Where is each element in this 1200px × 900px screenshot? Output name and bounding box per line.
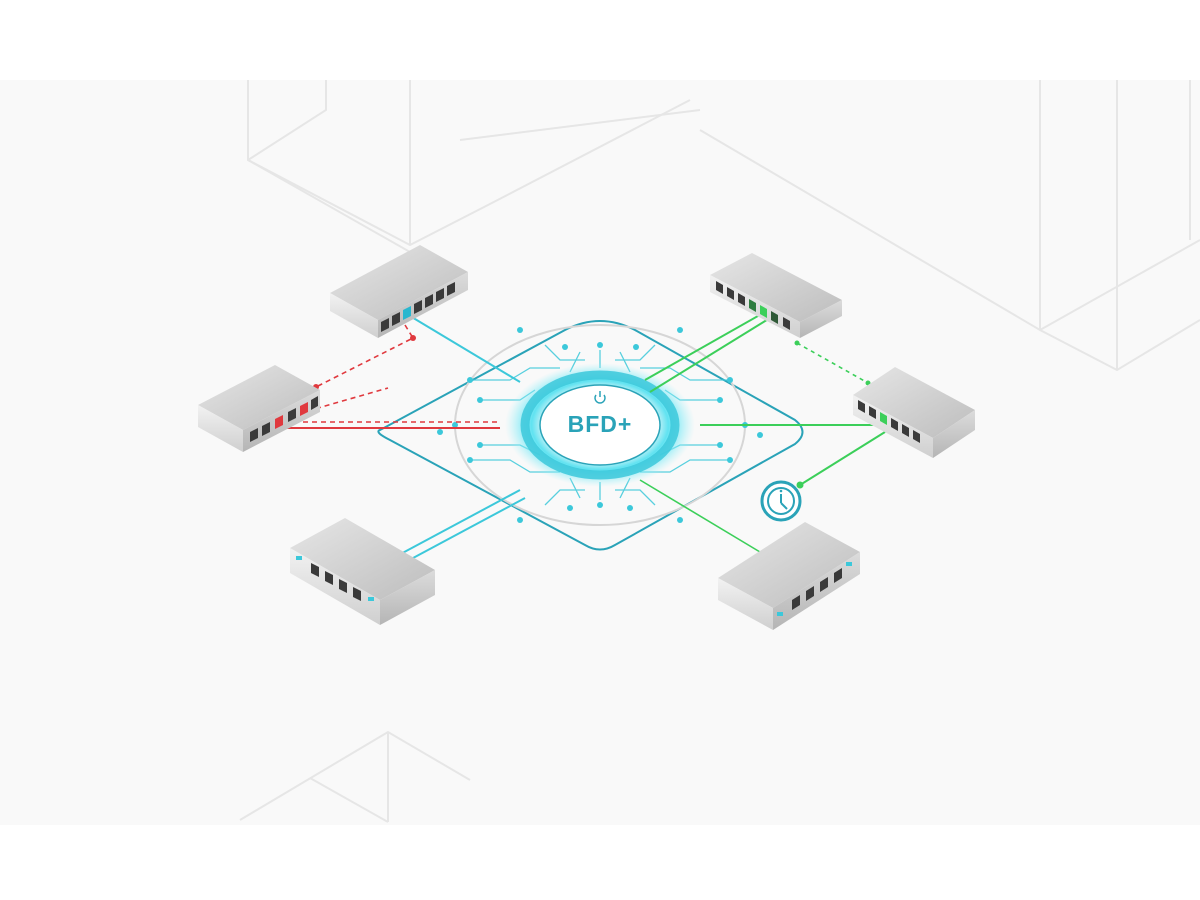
switch-mid-right xyxy=(853,367,975,458)
switch-mid-left xyxy=(198,365,320,452)
switch-top-left xyxy=(330,245,468,338)
bfd-center-label: BFD+ xyxy=(567,411,633,437)
switch-bottom-right xyxy=(718,522,860,630)
switch-bottom-left xyxy=(290,518,435,625)
link-lines xyxy=(281,311,886,566)
power-icon xyxy=(594,391,606,404)
switch-top-right xyxy=(710,253,842,338)
background-grid-lines xyxy=(239,80,1200,823)
clock-icon xyxy=(760,480,802,522)
bfd-circuit-board xyxy=(377,320,804,551)
